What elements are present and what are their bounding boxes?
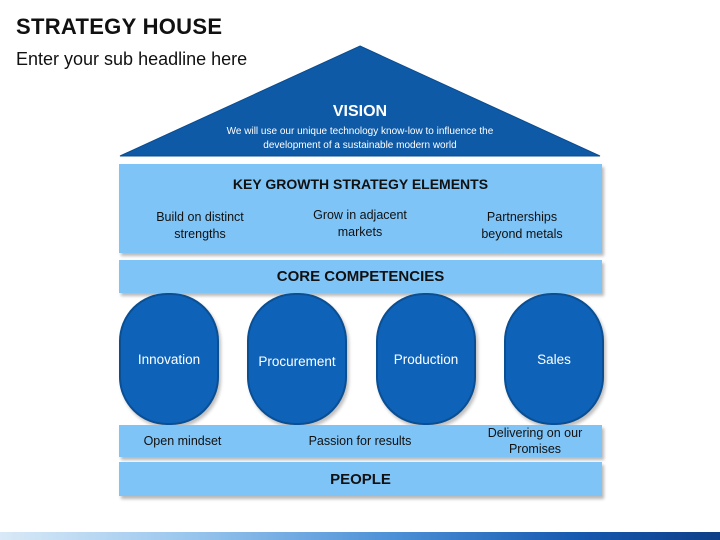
pillar-label: Innovation xyxy=(137,351,201,367)
vision-description-line: We will use our unique technology know-l… xyxy=(226,126,494,137)
growth-element: Partnerships beyond metals xyxy=(457,209,587,243)
value-item: Open mindset xyxy=(120,433,245,449)
vision-description: We will use our unique technology know-l… xyxy=(180,125,540,153)
growth-element-line: strengths xyxy=(174,227,226,241)
pillar-production: Production xyxy=(376,293,476,425)
slide-subtitle: Enter your sub headline here xyxy=(16,49,248,69)
core-competencies-title: CORE COMPETENCIES xyxy=(276,268,445,285)
vision-description-line: development of a sustainable modern worl… xyxy=(263,140,457,151)
growth-element-line: Build on distinct xyxy=(156,210,244,224)
footer-gradient-bar xyxy=(0,532,720,540)
value-line: Passion for results xyxy=(308,434,412,448)
growth-element: Grow in adjacent markets xyxy=(295,207,425,241)
people-band: PEOPLE xyxy=(119,462,602,496)
pillar-label: Procurement xyxy=(258,353,336,369)
value-line: Delivering on our xyxy=(487,426,583,440)
growth-band: KEY GROWTH STRATEGY ELEMENTS Build on di… xyxy=(119,164,602,253)
pillar-label: Production xyxy=(393,351,459,367)
growth-element: Build on distinct strengths xyxy=(135,209,265,243)
growth-element-line: beyond metals xyxy=(481,227,563,241)
value-item: Delivering on our Promises xyxy=(470,425,600,457)
growth-element-line: Grow in adjacent xyxy=(313,208,407,222)
pillar-procurement: Procurement xyxy=(247,293,347,425)
pillar-sales: Sales xyxy=(504,293,604,425)
people-title: PEOPLE xyxy=(330,471,391,488)
vision-roof xyxy=(119,45,601,157)
values-band xyxy=(119,425,602,457)
growth-element-line: markets xyxy=(337,225,383,239)
growth-element-line: Partnerships xyxy=(486,210,558,224)
value-line: Promises xyxy=(508,442,562,456)
pillar-innovation: Innovation xyxy=(119,293,219,425)
pillar-label: Sales xyxy=(537,351,571,367)
slide-title: STRATEGY HOUSE xyxy=(16,14,223,39)
value-item: Passion for results xyxy=(290,433,430,449)
vision-title: VISION xyxy=(332,103,388,120)
growth-title: KEY GROWTH STRATEGY ELEMENTS xyxy=(232,176,489,192)
core-competencies-band: CORE COMPETENCIES xyxy=(119,260,602,293)
value-line: Open mindset xyxy=(143,434,222,448)
